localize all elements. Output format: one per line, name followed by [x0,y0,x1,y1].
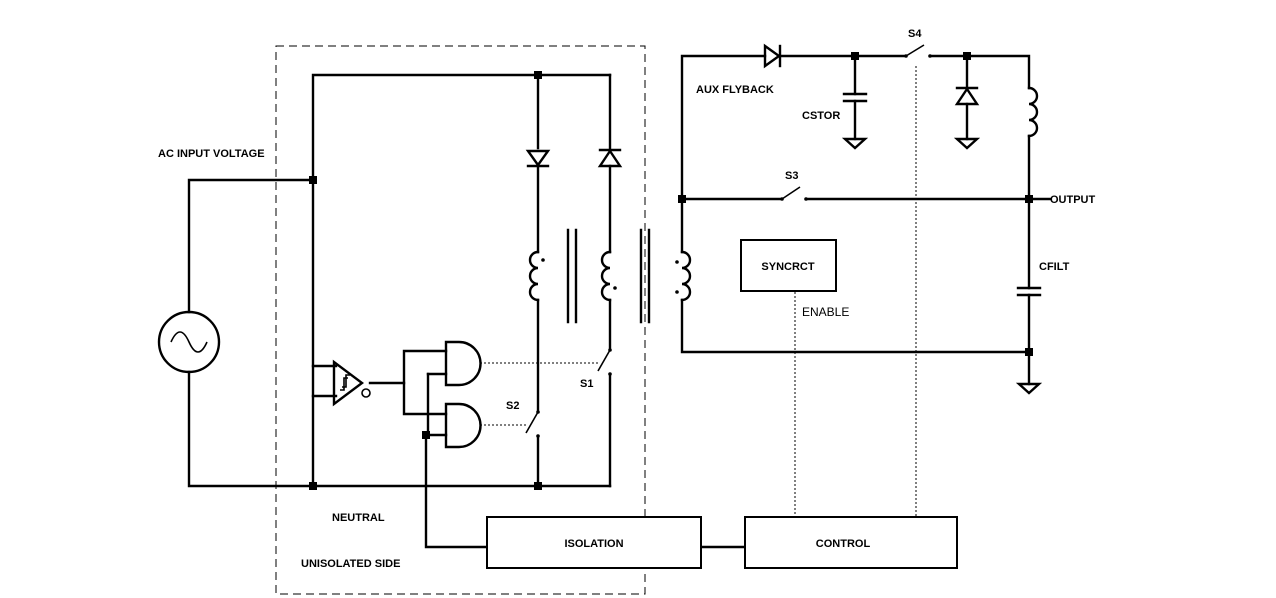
primary-left-bus [311,73,612,488]
syncrct-block: SYNCRCT [740,239,837,292]
switch-s3 [780,186,808,201]
capacitor-cstor [841,54,869,150]
secondary-loop [675,197,1052,354]
primary-branch-a [525,73,551,488]
s4-label: S4 [908,28,922,40]
primary-branch-b [597,73,623,488]
aux-flyback-label: AUX FLYBACK [696,84,774,96]
switch-s4 [904,44,932,58]
neutral-label: NEUTRAL [332,512,385,524]
switch-s2 [525,410,540,438]
aux-flyback-path [680,43,1039,201]
s1-label: S1 [580,378,593,390]
enable-label: ENABLE [802,305,849,319]
capacitor-cfilt [1015,197,1043,395]
output-label: OUTPUT [1050,194,1096,206]
ac-input-voltage-label: AC INPUT VOLTAGE [158,148,265,160]
junction-dots [309,52,1033,490]
cfilt-label: CFILT [1039,261,1070,273]
ac-source-symbol [157,310,221,374]
syncrct-label: SYNCRCT [761,261,814,273]
transformer-core-1 [566,228,578,324]
ac-input-wiring [187,178,612,488]
and-gate-s2 [424,402,482,449]
transformer-core-2 [639,228,651,324]
isolation-control-wiring [424,372,747,549]
freewheel-diode [953,54,981,150]
switch-s1 [597,348,612,376]
and-gate-s1 [426,340,482,387]
control-label: CONTROL [816,538,871,550]
unisolated-side-label: UNISOLATED SIDE [301,558,400,570]
control-block: CONTROL [744,516,958,569]
cstor-label: CSTOR [802,110,840,122]
schmitt-trigger-inverter [332,349,448,416]
isolation-block: ISOLATION [486,516,702,569]
s3-label: S3 [785,170,798,182]
s2-label: S2 [506,400,519,412]
isolation-label: ISOLATION [564,538,623,550]
unisolated-boundary [275,45,646,595]
